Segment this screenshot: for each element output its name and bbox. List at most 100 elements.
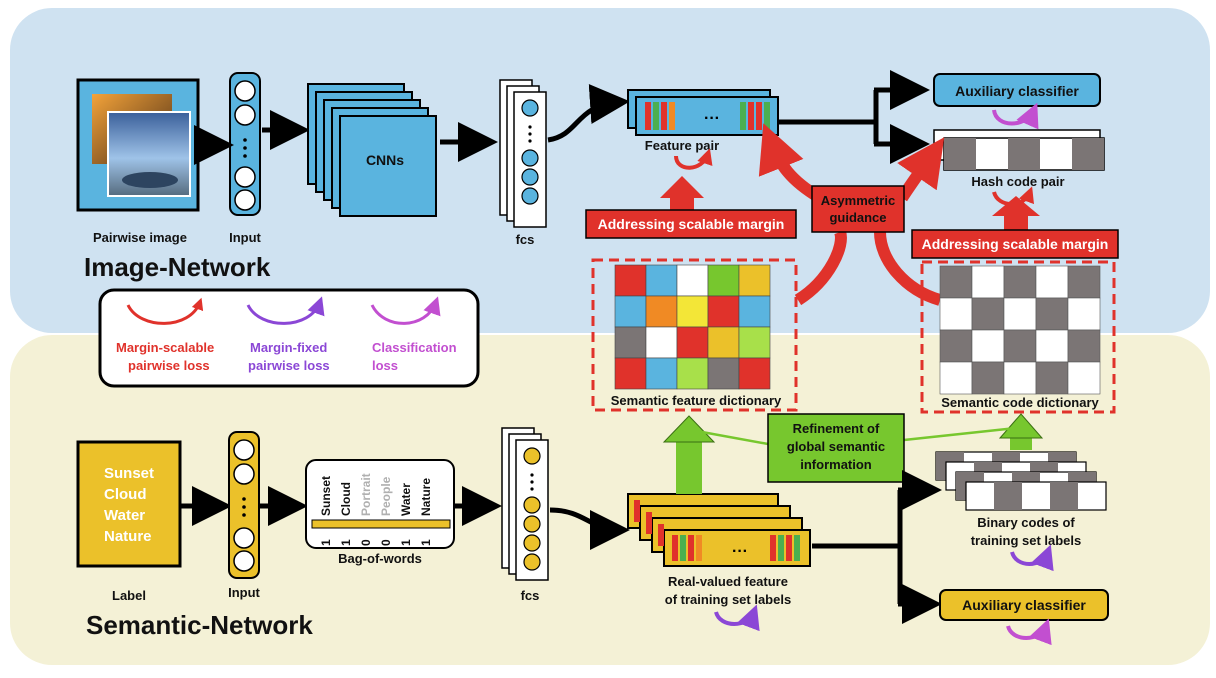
semantic-network-title: Semantic-Network xyxy=(86,610,313,640)
feature-cell xyxy=(676,357,709,390)
arrow-fcs-to-feature-pair xyxy=(547,84,630,143)
refinement-link-left xyxy=(701,430,769,446)
semantic-code-grid xyxy=(939,265,1101,395)
semantic-auxiliary-classifier-box xyxy=(939,589,1109,621)
legend-item-1-line2: pairwise loss xyxy=(128,358,210,373)
feature-cell xyxy=(738,357,771,390)
green-arrow-left-head xyxy=(662,415,716,443)
code-margin-up-arrow-shaft xyxy=(1004,214,1028,230)
feature-cell xyxy=(645,326,678,359)
semantic-code-dictionary-label: Semantic code dictionary xyxy=(941,395,1099,410)
semantic-feature-dictionary-frame xyxy=(591,258,798,412)
addressing-margin-left-box xyxy=(585,209,797,239)
legend-item-3-line1: Classification xyxy=(372,340,457,355)
feature-cell xyxy=(676,326,709,359)
code-cell xyxy=(1003,329,1037,363)
code-cell xyxy=(939,297,973,331)
arrow-fcs-to-real-valued xyxy=(549,507,630,550)
refinement-box xyxy=(767,413,905,483)
image-classification-loss-icon xyxy=(992,102,1039,130)
feature-margin-up-arrow-shaft xyxy=(670,196,694,210)
code-cell xyxy=(1003,361,1037,395)
binary-codes-line2: training set labels xyxy=(971,533,1082,548)
code-cell xyxy=(971,297,1005,331)
code-cell xyxy=(971,329,1005,363)
pairwise-image-label: Pairwise image xyxy=(93,230,187,245)
binary-code-strip xyxy=(965,481,1107,511)
feature-cell xyxy=(738,326,771,359)
bow-value: 1 xyxy=(399,539,413,546)
code-cell xyxy=(1035,361,1069,395)
semantic-code-dictionary-frame xyxy=(920,260,1116,414)
bag-of-words-bar xyxy=(311,519,451,529)
hash-code-pair-label: Hash code pair xyxy=(971,174,1064,189)
refinement-link-right xyxy=(903,426,1017,442)
legend-item-2-line2: pairwise loss xyxy=(248,358,330,373)
green-arrow-right-head xyxy=(998,413,1044,439)
bag-of-words-caption: Bag-of-words xyxy=(338,551,422,566)
legend-margin-fixed-icon xyxy=(246,296,325,325)
code-cell xyxy=(939,361,973,395)
binary-codes-loss-icon xyxy=(1010,544,1054,572)
real-valued-feature-line1: Real-valued feature xyxy=(668,574,788,589)
green-arrow-right-shaft xyxy=(1010,436,1032,450)
semantic-classification-loss-icon xyxy=(1006,618,1052,646)
guidance-from-code-dictionary xyxy=(874,231,942,306)
semantic-network-panel xyxy=(10,335,1210,665)
semantic-feature-dictionary-label: Semantic feature dictionary xyxy=(611,393,782,408)
feature-margin-up-arrow-head xyxy=(660,176,704,198)
guidance-arrow-to-hash-code xyxy=(896,137,945,202)
feature-pair-block: ··· xyxy=(627,89,779,136)
semantic-fcs-layers xyxy=(501,427,549,581)
label-word-1: Sunset xyxy=(104,465,154,482)
feature-cell xyxy=(707,264,740,297)
legend-classification-icon xyxy=(370,296,441,325)
bow-term: Cloud xyxy=(339,482,353,516)
feature-cell xyxy=(614,295,647,328)
image-network-title: Image-Network xyxy=(84,252,271,282)
semantic-auxiliary-classifier-label: Auxiliary classifier xyxy=(962,597,1086,613)
svg-text:···: ··· xyxy=(704,110,720,127)
code-cell xyxy=(1067,361,1101,395)
feature-cell xyxy=(707,326,740,359)
label-box xyxy=(76,440,182,568)
legend-item-1-line1: Margin-scalable xyxy=(116,340,214,355)
bow-term: People xyxy=(379,476,393,516)
bow-value: 1 xyxy=(319,539,333,546)
legend-margin-scalable-icon xyxy=(126,297,204,325)
feature-cell xyxy=(676,264,709,297)
label-word-2: Cloud xyxy=(104,486,147,503)
legend-item-3-line2: loss xyxy=(372,358,398,373)
bow-term: Water xyxy=(399,483,413,516)
code-cell xyxy=(1003,265,1037,299)
bow-value: 0 xyxy=(359,539,373,546)
feature-pair-loss-icon xyxy=(674,148,713,170)
label-word-3: Water xyxy=(104,507,145,524)
code-cell xyxy=(971,361,1005,395)
feature-cell xyxy=(645,264,678,297)
image-input-vector xyxy=(229,72,261,216)
feature-cell xyxy=(738,295,771,328)
code-cell xyxy=(1035,329,1069,363)
feature-cell xyxy=(676,295,709,328)
cnns-stack xyxy=(307,83,437,217)
real-valued-feature-stack: ··· xyxy=(627,493,811,567)
legend-box xyxy=(98,288,480,388)
code-cell xyxy=(1067,297,1101,331)
code-cell xyxy=(971,265,1005,299)
code-cell xyxy=(1035,265,1069,299)
green-arrow-left-shaft xyxy=(676,440,702,494)
label-word-4: Nature xyxy=(104,528,152,545)
code-cell xyxy=(1067,265,1101,299)
feature-cell xyxy=(707,357,740,390)
semantic-input-vector xyxy=(228,431,260,579)
image-fcs-label: fcs xyxy=(516,232,535,247)
refinement-line2: global semantic xyxy=(787,439,885,454)
real-valued-feature-line2: of training set labels xyxy=(665,592,791,607)
bow-term: Sunset xyxy=(319,476,333,516)
bow-value: 1 xyxy=(339,539,353,546)
code-cell xyxy=(939,329,973,363)
cnns-label: CNNs xyxy=(366,152,404,168)
feature-cell xyxy=(645,357,678,390)
